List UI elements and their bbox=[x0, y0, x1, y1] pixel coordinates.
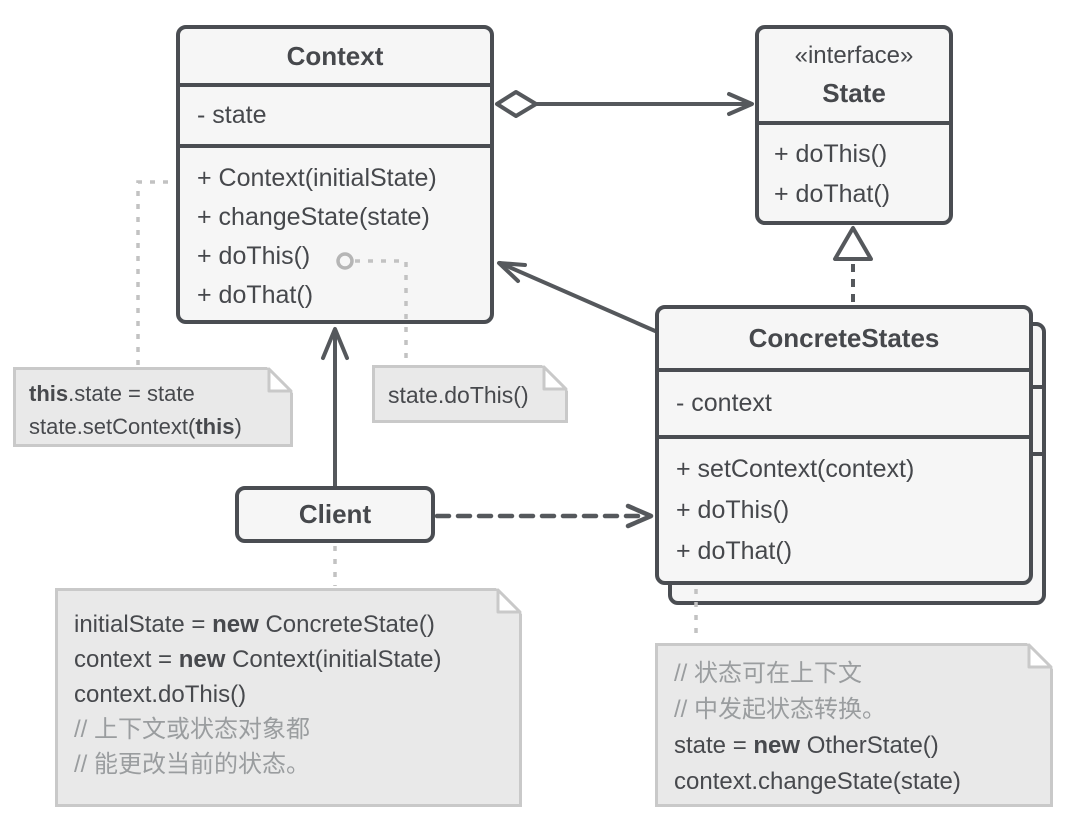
dependency-client-concretestates-arrow bbox=[434, 503, 654, 529]
class-context: Context - state + Context(initialState) … bbox=[176, 25, 494, 324]
note-line: // 能更改当前的状态。 bbox=[74, 751, 311, 778]
note-line: // 中发起状态转换。 bbox=[674, 696, 887, 723]
note-state-transition: // 状态可在上下文 // 中发起状态转换。 state = new Other… bbox=[655, 643, 1053, 807]
note-line: state.setContext(this) bbox=[29, 414, 242, 439]
class-concretestates-attribute: - context bbox=[676, 389, 772, 417]
class-concretestates-method: + doThis() bbox=[676, 496, 790, 524]
class-concretestates-title: ConcreteStates bbox=[659, 309, 1029, 372]
note-fold-icon bbox=[496, 588, 522, 614]
note-line: state = new OtherState() bbox=[674, 732, 939, 759]
note-set-state: this.state = state state.setContext(this… bbox=[13, 367, 293, 447]
interface-state: «interface» State + doThis() + doThat() bbox=[755, 25, 953, 225]
realization-concretestates-state-arrow bbox=[833, 226, 873, 302]
interface-state-title: State bbox=[822, 78, 886, 108]
class-concretestates-method: + setContext(context) bbox=[676, 455, 915, 483]
note-fold-icon bbox=[542, 365, 568, 391]
note-line: context = new Context(initialState) bbox=[74, 646, 442, 673]
note-fold-icon bbox=[267, 367, 293, 393]
class-context-attribute: - state bbox=[197, 101, 267, 129]
note-line: this.state = state bbox=[29, 381, 195, 406]
class-context-method: + doThis() bbox=[197, 242, 311, 270]
class-concretestates: ConcreteStates - context + setContext(co… bbox=[655, 305, 1033, 585]
note-line: state.doThis() bbox=[388, 382, 529, 408]
class-context-method: + doThat() bbox=[197, 281, 314, 309]
note-fold-icon bbox=[1027, 643, 1053, 669]
note-line: initialState = new ConcreteState() bbox=[74, 611, 435, 638]
interface-state-method: + doThis() bbox=[774, 140, 888, 168]
note-do-this: state.doThis() bbox=[372, 365, 568, 423]
class-concretestates-method: + doThat() bbox=[676, 537, 793, 565]
association-concretestates-context-arrow bbox=[497, 261, 680, 343]
note-line: context.doThis() bbox=[74, 681, 247, 708]
class-context-method: + Context(initialState) bbox=[197, 164, 437, 192]
note-line: // 状态可在上下文 bbox=[674, 660, 863, 687]
class-client: Client bbox=[235, 486, 435, 543]
aggregation-context-state-arrow bbox=[495, 90, 754, 118]
note-line: // 上下文或状态对象都 bbox=[74, 716, 311, 743]
note-client-usage: initialState = new ConcreteState() conte… bbox=[55, 588, 522, 807]
note-connector-set-state bbox=[136, 180, 172, 365]
note-line: context.changeState(state) bbox=[674, 768, 961, 795]
interface-state-method: + doThat() bbox=[774, 180, 891, 208]
class-context-method: + changeState(state) bbox=[197, 203, 430, 231]
interface-stereotype: «interface» bbox=[794, 42, 914, 69]
association-client-context-arrow bbox=[321, 327, 349, 488]
class-context-title: Context bbox=[180, 29, 490, 87]
